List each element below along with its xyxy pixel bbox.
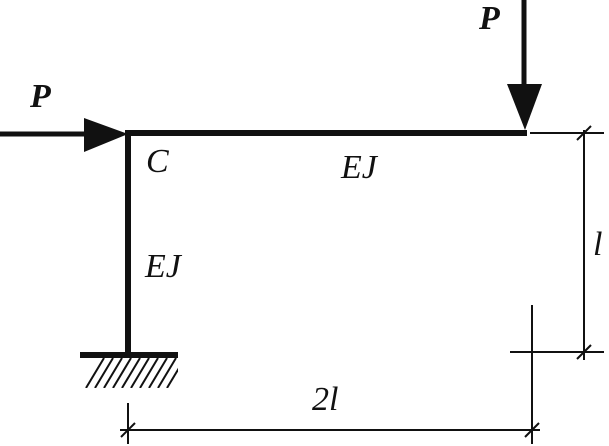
height-tick-top xyxy=(576,125,592,141)
height-tick-bottom xyxy=(576,344,592,360)
horizontal-load-arrow xyxy=(0,118,128,152)
height-dim-label: l xyxy=(593,226,602,263)
width-dimension xyxy=(120,305,540,444)
vertical-load-arrow xyxy=(507,0,542,130)
width-dim-label: 2l xyxy=(312,381,338,418)
support-hatching xyxy=(85,357,178,388)
width-tick-right xyxy=(524,422,540,438)
column-stiffness-label: EJ xyxy=(144,248,183,285)
joint-label: C xyxy=(146,143,169,180)
load-label-top: P xyxy=(478,0,500,37)
load-label-left: P xyxy=(29,78,51,115)
beam-stiffness-label: EJ xyxy=(340,149,379,186)
height-dimension xyxy=(510,125,604,360)
fixed-support xyxy=(80,352,178,388)
width-tick-left xyxy=(120,422,136,438)
